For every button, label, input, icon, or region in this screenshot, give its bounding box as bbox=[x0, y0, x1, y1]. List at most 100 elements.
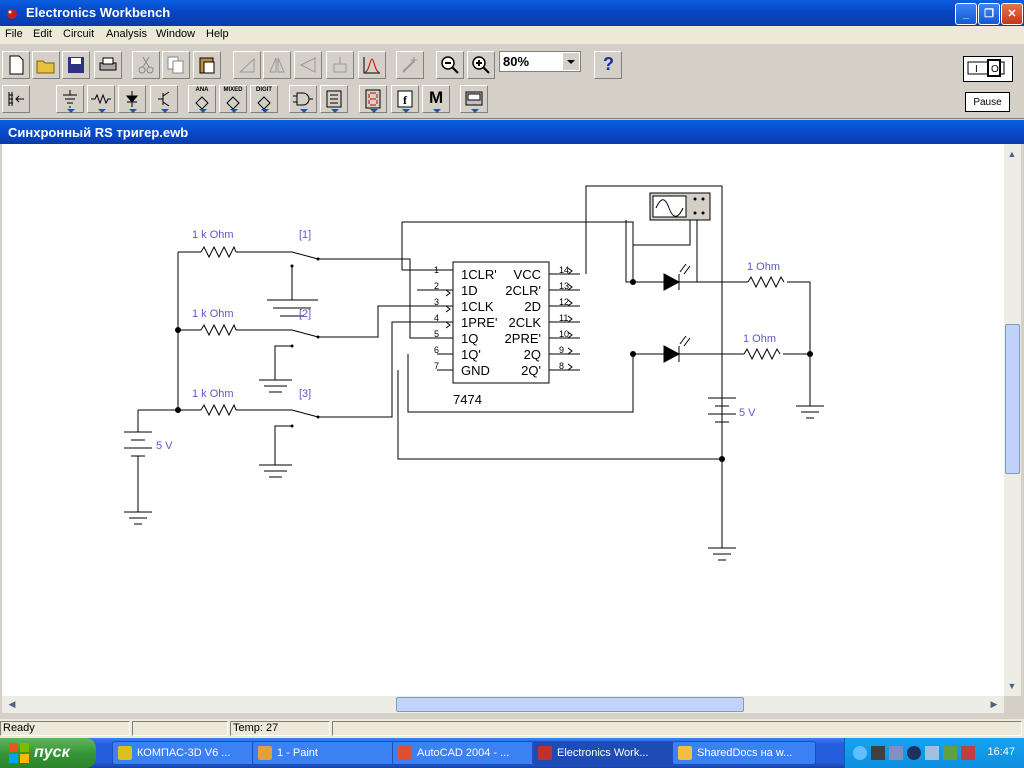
flip-horizontal-button[interactable] bbox=[263, 51, 291, 79]
zoom-select[interactable]: 80% bbox=[499, 51, 581, 72]
seven-segment-icon bbox=[365, 89, 381, 109]
task-autocad[interactable]: AutoCAD 2004 - ... bbox=[392, 741, 536, 765]
help-label: ? bbox=[603, 54, 614, 74]
task-shareddocs[interactable]: SharedDocs на w... bbox=[672, 741, 816, 765]
open-button[interactable] bbox=[32, 51, 60, 79]
paint-icon bbox=[258, 746, 272, 760]
zoom-out-button[interactable] bbox=[436, 51, 464, 79]
task-kompas[interactable]: КОМПАС-3D V6 ... bbox=[112, 741, 256, 765]
status-ready: Ready bbox=[0, 721, 130, 736]
print-button[interactable] bbox=[94, 51, 122, 79]
flip-vertical-button[interactable] bbox=[294, 51, 322, 79]
menu-circuit[interactable]: Circuit bbox=[63, 28, 95, 40]
pause-button[interactable]: Pause bbox=[965, 92, 1010, 112]
scroll-left-icon[interactable]: ◀ bbox=[8, 699, 16, 709]
transistors-bin-button[interactable] bbox=[150, 85, 178, 113]
indicators-bin-button[interactable] bbox=[359, 85, 387, 113]
component-properties-button[interactable] bbox=[396, 51, 424, 79]
horizontal-scrollbar[interactable]: ◀ ▶ bbox=[2, 696, 1004, 713]
vertical-scrollbar[interactable]: ▲ ▼ bbox=[1004, 144, 1021, 696]
restore-button[interactable]: ❐ bbox=[978, 3, 1000, 25]
start-button[interactable]: пуск bbox=[0, 738, 96, 768]
zoom-in-button[interactable] bbox=[467, 51, 495, 79]
pin-label: 1D bbox=[461, 283, 478, 298]
task-label: 1 - Paint bbox=[277, 747, 318, 759]
scroll-up-icon[interactable]: ▲ bbox=[1007, 149, 1017, 159]
parts-bin-toggle-button[interactable] bbox=[2, 85, 30, 113]
new-file-icon bbox=[9, 55, 24, 75]
diodes-bin-button[interactable] bbox=[118, 85, 146, 113]
vertical-scroll-thumb[interactable] bbox=[1005, 324, 1020, 474]
circuit-canvas[interactable]: 1 k Ohm 1 k Ohm 1 k Ohm [1] [2] [3] 5 V … bbox=[2, 144, 1004, 696]
document-title-bar: Синхронный RS тригер.ewb bbox=[0, 120, 1024, 144]
oscilloscope-icon bbox=[655, 199, 684, 217]
menu-edit[interactable]: Edit bbox=[33, 28, 52, 40]
digital-ic-icon bbox=[257, 96, 271, 109]
analog-ics-bin-button[interactable]: ANA bbox=[188, 85, 216, 113]
pin-number: 5 bbox=[434, 329, 439, 339]
pin-label: 2CLK bbox=[508, 315, 541, 330]
miscellaneous-bin-button[interactable]: M bbox=[422, 85, 450, 113]
status-temp: Temp: 27 bbox=[230, 721, 330, 736]
close-button[interactable]: ✕ bbox=[1001, 3, 1023, 25]
status-panel-wide bbox=[332, 721, 1022, 736]
task-label: AutoCAD 2004 - ... bbox=[417, 747, 510, 759]
led-light-icon bbox=[679, 335, 691, 347]
chip-left-pins: 1 2 3 4 5 6 7 1CLR' 1D 1CLK 1PRE' 1Q 1Q'… bbox=[434, 265, 497, 378]
digital-bin-button[interactable] bbox=[320, 85, 348, 113]
digital-ics-bin-button[interactable]: DIGIT bbox=[250, 85, 278, 113]
mixed-ics-bin-button[interactable]: MIXED bbox=[219, 85, 247, 113]
electronics-workbench-icon bbox=[538, 746, 552, 760]
minimize-button[interactable]: _ bbox=[955, 3, 977, 25]
scroll-right-icon[interactable]: ▶ bbox=[990, 699, 998, 709]
pin-number: 1 bbox=[434, 265, 439, 275]
paste-button[interactable] bbox=[193, 51, 221, 79]
pin-number: 12 bbox=[559, 297, 569, 307]
task-electronics-workbench[interactable]: Electronics Work... bbox=[532, 741, 676, 765]
help-button[interactable]: ? bbox=[594, 51, 622, 79]
horizontal-scroll-thumb[interactable] bbox=[396, 697, 744, 712]
pin-label: 2PRE' bbox=[505, 331, 541, 346]
antivirus-icon[interactable] bbox=[943, 746, 957, 760]
controls-bin-button[interactable]: f bbox=[391, 85, 419, 113]
display-icon[interactable] bbox=[889, 746, 903, 760]
misc-label: M bbox=[429, 88, 444, 107]
battery-right-label: 5 V bbox=[739, 407, 756, 419]
media-icon[interactable] bbox=[907, 746, 921, 760]
volume-icon[interactable] bbox=[925, 746, 939, 760]
transistor-icon bbox=[158, 91, 170, 107]
network-icon[interactable] bbox=[853, 746, 867, 760]
sources-bin-button[interactable] bbox=[56, 85, 84, 113]
rotate-button[interactable] bbox=[233, 51, 261, 79]
save-button[interactable] bbox=[62, 51, 90, 79]
copy-button[interactable] bbox=[162, 51, 190, 79]
logic-gates-bin-button[interactable] bbox=[289, 85, 317, 113]
graph-button[interactable] bbox=[358, 51, 386, 79]
menu-bar: File Edit Circuit Analysis Window Help bbox=[0, 26, 1024, 44]
clipboard-icon bbox=[199, 57, 215, 74]
language-icon[interactable] bbox=[961, 746, 975, 760]
task-paint[interactable]: 1 - Paint bbox=[252, 741, 396, 765]
switch-3-key: [3] bbox=[299, 388, 311, 400]
svg-text:O: O bbox=[991, 64, 999, 75]
floppy-disk-icon bbox=[68, 57, 84, 73]
system-tray: 16:47 bbox=[844, 738, 1024, 768]
taskbar: пуск КОМПАС-3D V6 ... 1 - Paint AutoCAD … bbox=[0, 738, 1024, 768]
new-button[interactable] bbox=[2, 51, 30, 79]
menu-help[interactable]: Help bbox=[206, 28, 229, 40]
pin-label: VCC bbox=[514, 267, 541, 282]
subcircuit-button[interactable] bbox=[326, 51, 354, 79]
chevron-down-icon[interactable] bbox=[562, 53, 579, 70]
cut-button[interactable] bbox=[132, 51, 160, 79]
pin-label: 1Q bbox=[461, 331, 478, 346]
menu-window[interactable]: Window bbox=[156, 28, 196, 40]
keyboard-icon[interactable] bbox=[871, 746, 885, 760]
basic-bin-button[interactable] bbox=[87, 85, 115, 113]
menu-file[interactable]: File bbox=[5, 28, 23, 40]
menu-analysis[interactable]: Analysis bbox=[106, 28, 147, 40]
scroll-down-icon[interactable]: ▼ bbox=[1007, 681, 1017, 691]
flip-vertical-icon bbox=[299, 57, 316, 73]
instruments-bin-button[interactable] bbox=[460, 85, 488, 113]
zoom-out-icon bbox=[441, 56, 459, 74]
